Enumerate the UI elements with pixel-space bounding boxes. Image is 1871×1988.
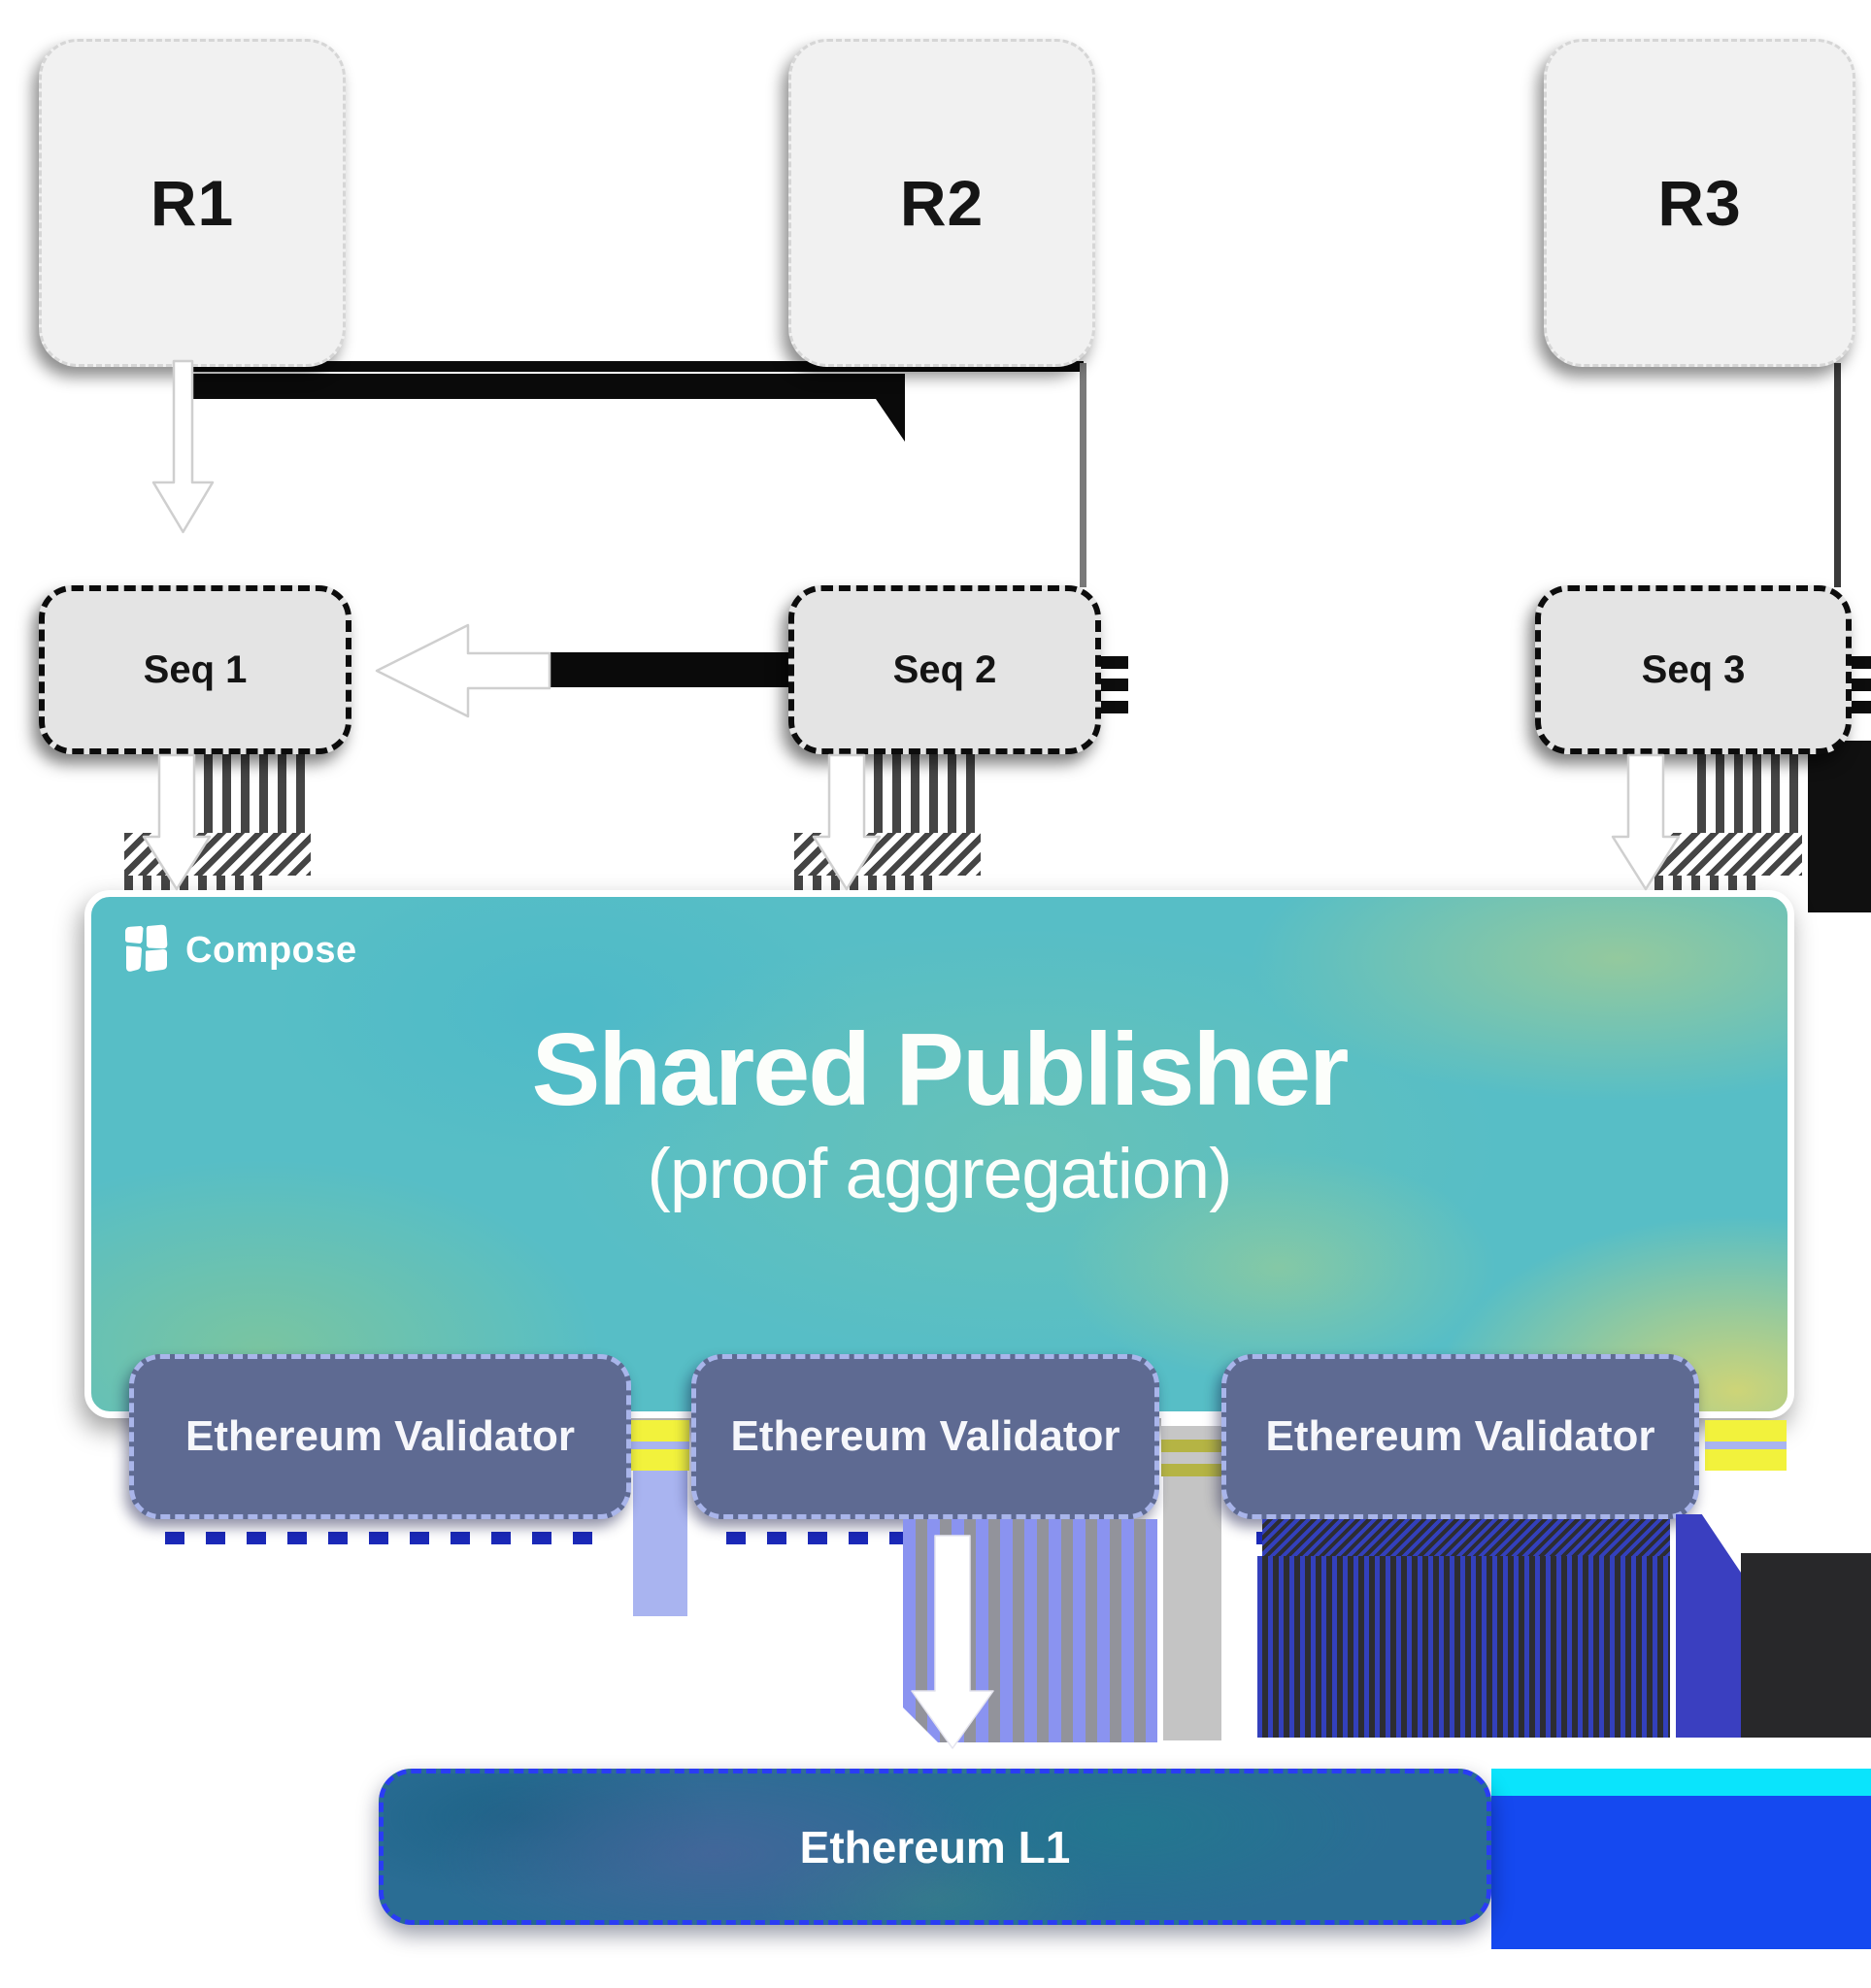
connector-line-r3-seq3 [1834, 363, 1841, 587]
band-validator2-l1 [903, 1519, 1157, 1742]
gap-stripe [1161, 1426, 1221, 1440]
band-seq1-publisher-jog [124, 833, 311, 876]
connector-bar-thin [190, 361, 1084, 372]
seq3-edge-shadow [1808, 741, 1871, 912]
validator-1-label: Ethereum Validator [184, 1412, 575, 1460]
band-validator3-l1 [1257, 1556, 1670, 1738]
ethereum-l1-label: Ethereum L1 [799, 1821, 1071, 1872]
band-seq2-publisher-jog [794, 833, 981, 876]
gap-stripe [1161, 1440, 1221, 1452]
node-ethereum-l1: Ethereum L1 [379, 1769, 1491, 1925]
gap-stripe [1161, 1452, 1221, 1464]
compose-brand: Compose [121, 924, 357, 977]
node-sequencer-3: Seq 3 [1535, 585, 1852, 754]
band-seq3-publisher-jog [1654, 833, 1802, 876]
gap-stripe [629, 1449, 689, 1471]
gap-stripe [1161, 1418, 1221, 1426]
gap-stripe [629, 1420, 689, 1441]
band-seq1-publisher [124, 876, 268, 891]
connector-bar-wedge [876, 399, 905, 442]
gap-funnel-periwinkle [633, 1471, 687, 1616]
band-seq2-publisher [837, 743, 981, 833]
node-validator-2: Ethereum Validator [691, 1354, 1159, 1519]
sequencer-2-label: Seq 2 [892, 647, 997, 691]
node-sequencer-1: Seq 1 [39, 585, 351, 754]
gap-stripe [1705, 1420, 1787, 1441]
compose-brand-label: Compose [185, 929, 357, 971]
rollup-r3-label: R3 [1657, 167, 1742, 239]
compose-logo-icon [125, 924, 168, 972]
publisher-text: Shared Publisher (proof aggregation) [84, 1012, 1794, 1214]
publisher-title: Shared Publisher [531, 1012, 1350, 1127]
validator-3-label: Ethereum Validator [1265, 1412, 1655, 1460]
band-seq1-publisher [167, 743, 311, 833]
node-rollup-r2: R2 [788, 39, 1095, 367]
sequencer-1-label: Seq 1 [143, 647, 248, 691]
rollup-r2-label: R2 [899, 167, 985, 239]
connector-line-r2-seq2 [1080, 363, 1086, 587]
rollup-r1-label: R1 [150, 167, 235, 239]
gap-stripe [629, 1441, 689, 1449]
band-validator3-column [1676, 1514, 1741, 1738]
node-validator-1: Ethereum Validator [129, 1354, 631, 1519]
gap-stripe [1705, 1441, 1787, 1449]
band-validator3-shadow [1741, 1553, 1871, 1738]
node-sequencer-2: Seq 2 [788, 585, 1101, 754]
band-validator3-jog [1262, 1519, 1670, 1556]
node-validator-3: Ethereum Validator [1221, 1354, 1699, 1519]
gap-stripe [1705, 1449, 1787, 1471]
l1-side-block [1491, 1769, 1871, 1949]
validator-1-shadow-dashes [165, 1532, 602, 1544]
node-rollup-r3: R3 [1544, 39, 1855, 367]
sequencer-3-label: Seq 3 [1641, 647, 1746, 691]
publisher-subtitle: (proof aggregation) [647, 1135, 1233, 1214]
gap-funnel-silver [1163, 1476, 1221, 1740]
band-seq2-publisher [794, 876, 938, 891]
validator-2-label: Ethereum Validator [730, 1412, 1120, 1460]
band-seq3-publisher [1697, 743, 1802, 833]
node-rollup-r1: R1 [39, 39, 346, 367]
connector-bar-thick [190, 374, 905, 399]
gap-stripe [1161, 1464, 1221, 1476]
node-shared-publisher [84, 890, 1794, 1418]
connector-bar-seq2-seq1 [468, 652, 788, 687]
band-seq3-publisher [1654, 876, 1759, 891]
